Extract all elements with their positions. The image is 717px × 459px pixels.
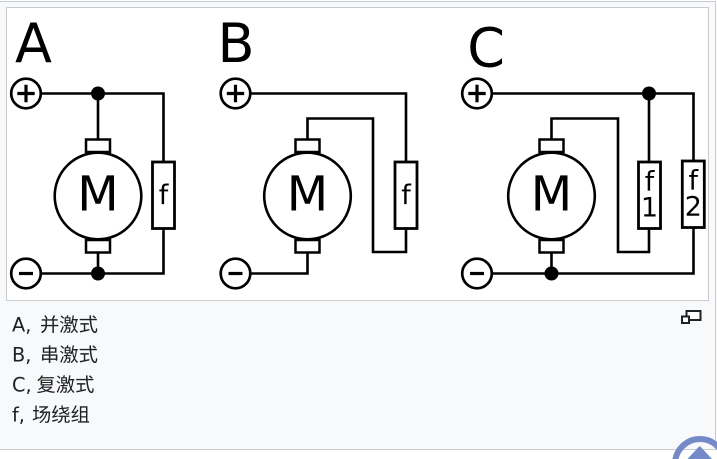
caption-line-prefix: B, <box>12 344 31 367</box>
motor-circle <box>53 151 143 241</box>
caption-line-prefix: f, <box>12 404 25 427</box>
magnify-button[interactable] <box>681 310 702 324</box>
field-winding <box>393 160 419 230</box>
scroll-to-top-button[interactable] <box>668 432 717 459</box>
motor-label: M <box>77 167 118 223</box>
junction-dot <box>91 266 105 281</box>
caption-line: A, <box>12 314 98 337</box>
caption-line-prefix: A, <box>12 314 31 337</box>
caption-line: B, <box>12 344 98 367</box>
brush <box>84 238 112 254</box>
negative-terminal <box>460 257 494 290</box>
circuit-a: M f A <box>9 12 176 290</box>
motor-circle <box>506 151 597 241</box>
field-label: 1 <box>641 193 658 224</box>
brush <box>294 138 321 154</box>
circuit-c: M f 1 f 2 C <box>460 16 706 290</box>
negative-terminal <box>9 257 43 290</box>
field-winding <box>637 160 662 230</box>
caption-line: f, <box>12 404 90 427</box>
dc-motor-diagram: M f A M f B M f 1 f 2 C <box>9 12 706 290</box>
junction-dot <box>91 86 105 101</box>
circuit-b: M f B <box>218 12 419 290</box>
brush <box>538 138 565 154</box>
motor-circle <box>262 151 353 241</box>
field-label: f <box>159 180 170 211</box>
brush <box>294 238 321 254</box>
negative-terminal <box>219 257 252 290</box>
caption-line-cjk <box>41 315 98 334</box>
junction-dot <box>642 86 656 101</box>
caption-line-cjk <box>32 405 90 424</box>
field-label: 2 <box>685 192 702 223</box>
caption-line: C, <box>12 374 94 397</box>
caption-line-cjk <box>37 375 94 394</box>
field-winding <box>151 160 176 230</box>
field-label: f <box>645 167 656 198</box>
field-label: f <box>689 166 700 197</box>
brush <box>84 138 112 154</box>
field-label: f <box>401 180 412 211</box>
circuit-label: B <box>218 12 255 75</box>
diagram-image[interactable]: M f A M f B M f 1 f 2 C <box>6 7 709 301</box>
caption-line-cjk <box>42 345 98 364</box>
brush <box>538 238 565 254</box>
magnify-small-rect <box>681 315 690 324</box>
chevron-up-icon <box>672 436 717 459</box>
caption-line-prefix: C, <box>12 374 32 397</box>
circuit-label: C <box>467 16 505 79</box>
plus-icon <box>468 84 486 103</box>
junction-dot <box>544 266 559 281</box>
motor-label: M <box>531 167 572 223</box>
motor-label: M <box>287 167 328 223</box>
figure-thumbnail: M f A M f B M f 1 f 2 C A, B, C, f, <box>0 1 716 450</box>
positive-terminal <box>9 77 43 110</box>
caption-text: A, B, C, f, <box>12 314 98 427</box>
field-winding <box>680 159 706 229</box>
positive-terminal <box>460 77 494 110</box>
plus-icon <box>226 84 245 103</box>
positive-terminal <box>219 77 252 110</box>
figure-caption: A, B, C, f, <box>12 310 702 427</box>
plus-icon <box>17 84 35 103</box>
circuit-label: A <box>15 12 52 75</box>
